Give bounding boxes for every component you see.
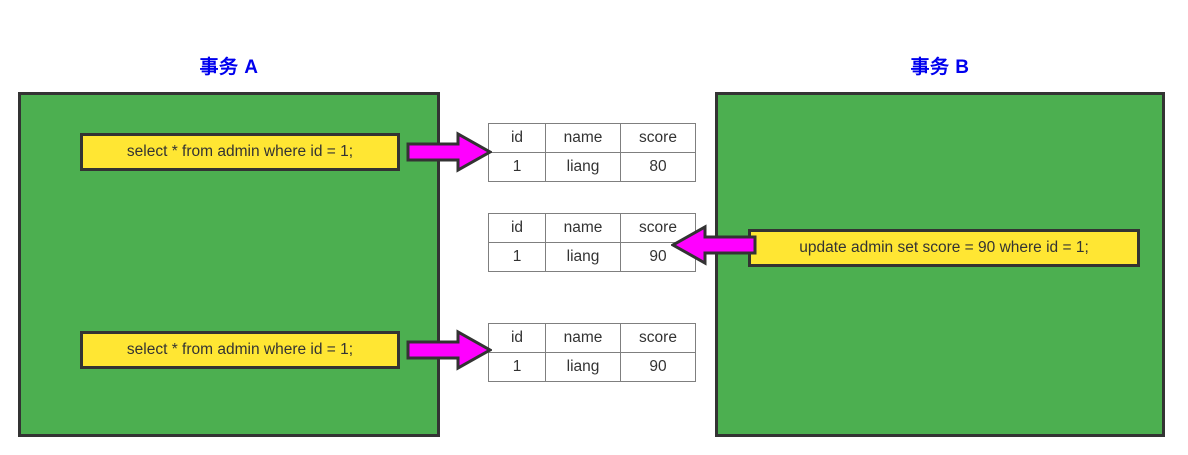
cell-id: 1 bbox=[488, 352, 546, 382]
header-cell-name: name bbox=[545, 323, 621, 353]
table-header-row: id name score bbox=[488, 213, 696, 243]
arrow-right-icon-first-read bbox=[406, 131, 492, 173]
cell-score: 90 bbox=[620, 352, 696, 382]
header-cell-score: score bbox=[620, 123, 696, 153]
header-cell-id: id bbox=[488, 323, 546, 353]
cell-id: 1 bbox=[488, 242, 546, 272]
table-header-row: id name score bbox=[488, 123, 696, 153]
header-cell-name: name bbox=[545, 123, 621, 153]
table-row: 1 liang 80 bbox=[488, 152, 696, 182]
transaction-a-title: 事务 A bbox=[199, 57, 259, 78]
arrow-right-icon-second-read bbox=[406, 329, 492, 371]
header-cell-score: score bbox=[620, 323, 696, 353]
table-row: 1 liang 90 bbox=[488, 352, 696, 382]
cell-name: liang bbox=[545, 242, 621, 272]
result-table-after-update: id name score 1 liang 90 bbox=[488, 213, 696, 272]
transaction-b-title: 事务 B bbox=[910, 57, 970, 78]
sql-statement-select-first: select * from admin where id = 1; bbox=[80, 133, 400, 171]
result-table-second-read: id name score 1 liang 90 bbox=[488, 323, 696, 382]
sql-statement-select-second: select * from admin where id = 1; bbox=[80, 331, 400, 369]
cell-name: liang bbox=[545, 152, 621, 182]
cell-id: 1 bbox=[488, 152, 546, 182]
header-cell-id: id bbox=[488, 213, 546, 243]
sql-statement-update: update admin set score = 90 where id = 1… bbox=[748, 229, 1140, 267]
result-table-first-read: id name score 1 liang 80 bbox=[488, 123, 696, 182]
header-cell-name: name bbox=[545, 213, 621, 243]
cell-name: liang bbox=[545, 352, 621, 382]
table-row: 1 liang 90 bbox=[488, 242, 696, 272]
cell-score: 80 bbox=[620, 152, 696, 182]
table-header-row: id name score bbox=[488, 323, 696, 353]
header-cell-id: id bbox=[488, 123, 546, 153]
arrow-left-icon-update bbox=[671, 224, 757, 266]
